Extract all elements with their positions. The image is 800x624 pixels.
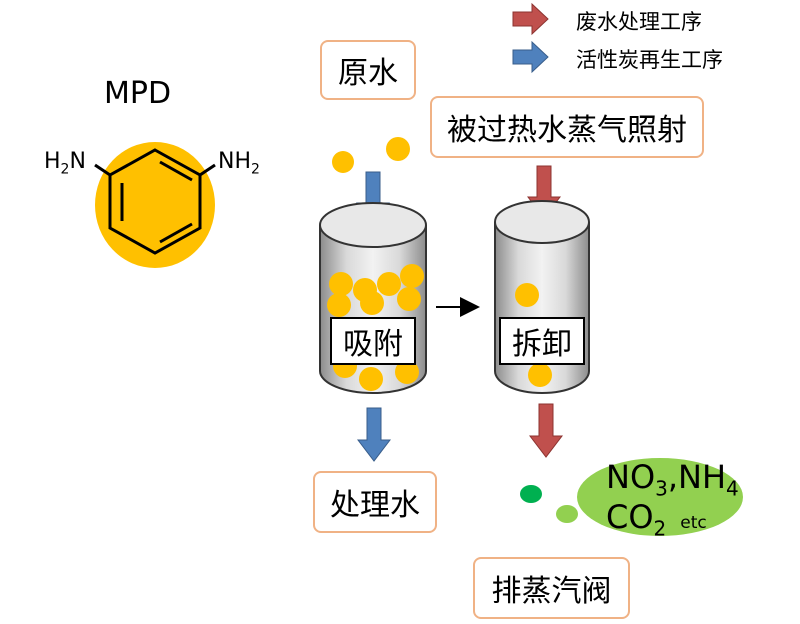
benzene-ring-icon [94, 148, 216, 255]
raw-water-box: 原水 [320, 40, 416, 100]
steam-box: 被过热水蒸气照射 [430, 96, 704, 158]
desorbed-particles [515, 283, 552, 387]
exhaust-valve-box: 排蒸汽阀 [473, 557, 630, 619]
adsorbed-particles [327, 264, 424, 391]
particle [332, 151, 354, 173]
byproduct-etc: etc [680, 513, 707, 533]
legend-label-wastewater: 废水处理工序 [576, 10, 702, 34]
mpd-highlight [95, 142, 215, 268]
byproduct-cloud [577, 458, 743, 536]
legend-red-arrow-icon [512, 2, 549, 36]
particle [386, 137, 410, 161]
blue-outflow-arrow-icon [356, 407, 392, 462]
amine-left-label: H2N [44, 149, 86, 178]
byproduct-particle [556, 505, 578, 523]
treated-water-box: 处理水 [313, 471, 437, 533]
desorption-label: 拆卸 [499, 317, 585, 365]
byproduct-particle [520, 485, 542, 503]
mpd-title: MPD [104, 76, 172, 111]
legend-blue-arrow-icon [512, 40, 549, 74]
red-outflow-arrow-icon [528, 403, 564, 458]
amine-right-label: NH2 [218, 149, 260, 178]
adsorption-label: 吸附 [330, 317, 416, 365]
legend-label-regeneration: 活性炭再生工序 [576, 48, 723, 72]
byproduct-line-1: NO3,NH4 [606, 458, 739, 501]
